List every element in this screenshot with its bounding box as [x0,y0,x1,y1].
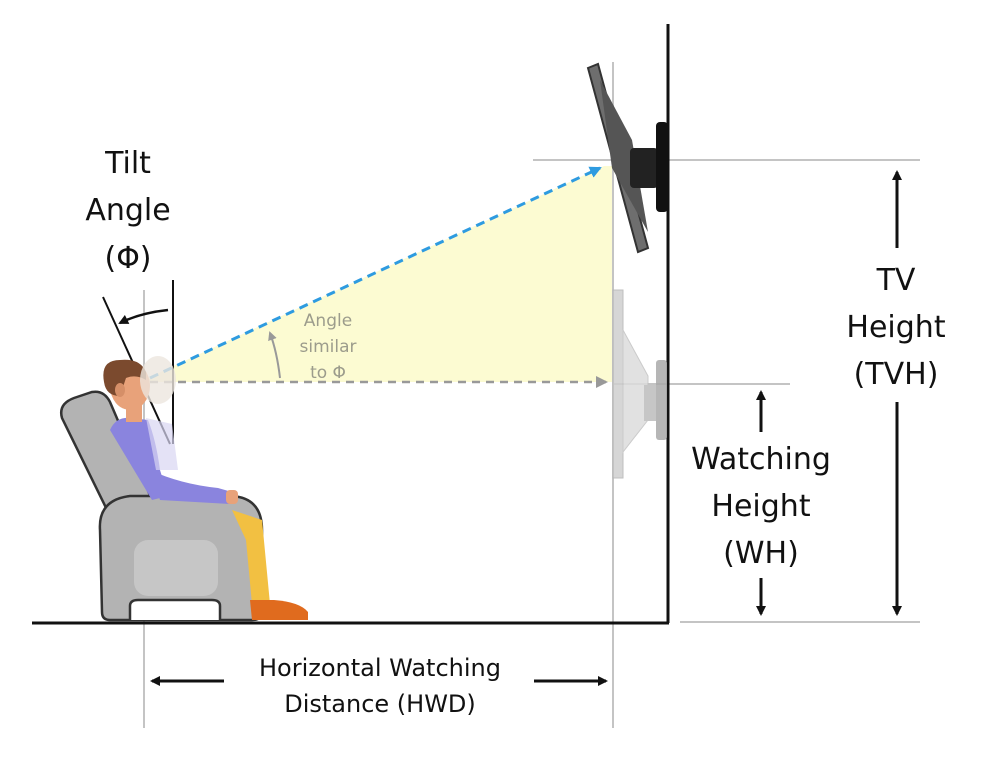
tilt-angle-arc [118,308,169,325]
sight-line-to-tilted-tv [149,166,602,380]
distance-label-line2: Distance (HWD) [284,690,476,718]
angle-arc [268,331,281,379]
tv-height-label-line2: Height [846,310,945,345]
angle-similar-label-line1: Angle [304,311,352,331]
armchair-icon [60,390,264,622]
tv-mount-bracket-icon [630,122,668,212]
tilt-angle-label-line3: (Φ) [104,241,151,276]
angle-similar-label-line2: similar [300,337,357,357]
watching-height-label-line1: Watching [691,442,831,477]
viewing-area [148,166,612,382]
tilt-angle-label-line2: Angle [85,193,170,228]
angle-similar-label-line3: to Φ [310,363,346,383]
tilt-angle-label-line1: Tilt [104,146,151,181]
ghost-tv-icon [612,289,667,479]
tv-height-label-line1: TV [876,263,916,298]
watching-height-label-line3: (WH) [723,536,799,571]
tv-tilted-icon [586,62,650,254]
distance-label-line1: Horizontal Watching [259,654,501,682]
watching-height-label-line2: Height [711,489,810,524]
person-seated-icon [103,356,308,620]
tv-height-label-line3: (TVH) [854,357,939,392]
